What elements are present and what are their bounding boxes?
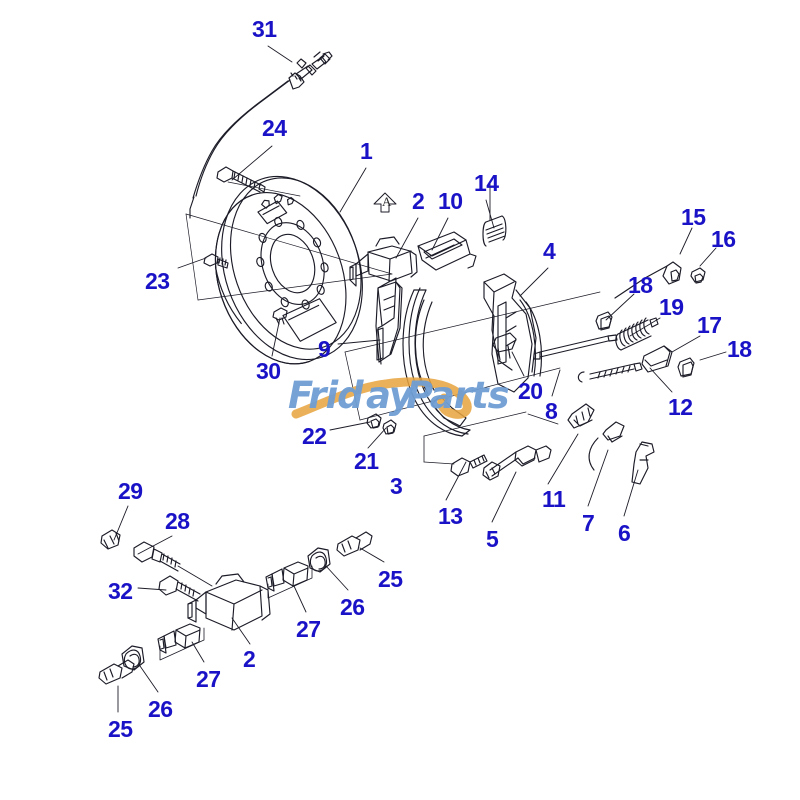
callout-5: 5 xyxy=(486,526,499,552)
callout-28: 28 xyxy=(165,508,190,534)
callout-16: 16 xyxy=(711,226,736,252)
callout-1: 1 xyxy=(360,138,373,164)
callout-10: 10 xyxy=(438,188,463,214)
callout-3: 3 xyxy=(390,473,403,499)
callout-26: 26 xyxy=(340,594,365,620)
callout-19: 19 xyxy=(659,294,684,320)
callout-18: 18 xyxy=(727,336,752,362)
callout-12: 12 xyxy=(668,394,693,420)
section-marker-a: A xyxy=(382,194,392,209)
callout-17: 17 xyxy=(697,312,722,338)
callout-4: 4 xyxy=(543,238,556,264)
callout-26: 26 xyxy=(148,696,173,722)
callout-18: 18 xyxy=(628,272,653,298)
callout-29: 29 xyxy=(118,478,143,504)
callout-31: 31 xyxy=(252,16,277,42)
callout-20: 20 xyxy=(518,378,543,404)
callout-11: 11 xyxy=(542,486,566,512)
callout-32: 32 xyxy=(108,578,133,604)
callout-2: 2 xyxy=(243,646,256,672)
callout-13: 13 xyxy=(438,503,463,529)
callout-6: 6 xyxy=(618,520,631,546)
callout-23: 23 xyxy=(145,268,170,294)
callout-24: 24 xyxy=(262,115,287,141)
callout-8: 8 xyxy=(545,398,558,424)
callout-30: 30 xyxy=(256,358,281,384)
callout-14: 14 xyxy=(474,170,499,196)
callout-27: 27 xyxy=(296,616,321,642)
callout-22: 22 xyxy=(302,423,327,449)
callout-21: 21 xyxy=(354,448,379,474)
callout-2: 2 xyxy=(412,188,425,214)
callout-25: 25 xyxy=(108,716,133,742)
callout-9: 9 xyxy=(318,336,331,362)
callout-7: 7 xyxy=(582,510,595,536)
callout-27: 27 xyxy=(196,666,221,692)
callout-25: 25 xyxy=(378,566,403,592)
callout-15: 15 xyxy=(681,204,706,230)
